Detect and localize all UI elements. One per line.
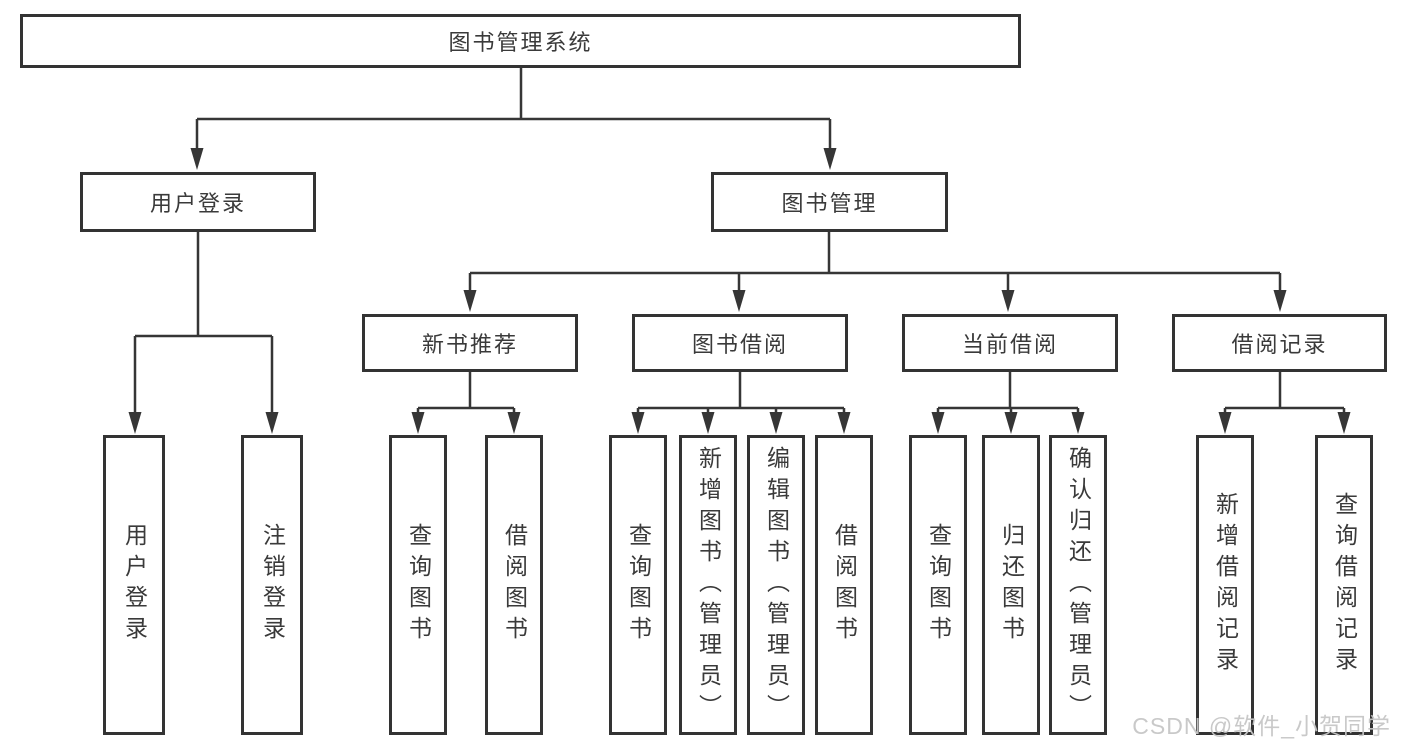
leaf-add-books-admin: 新增图书（管理员） [679, 435, 737, 735]
leaf-query-books-3: 查询图书 [909, 435, 967, 735]
leaf-return-books: 归还图书 [982, 435, 1040, 735]
node-current-borrowing: 当前借阅 [902, 314, 1118, 372]
node-user-login: 用户登录 [80, 172, 316, 232]
leaf-borrow-books-2: 借阅图书 [815, 435, 873, 735]
leaf-query-borrow-record: 查询借阅记录 [1315, 435, 1373, 735]
leaf-edit-books-admin: 编辑图书（管理员） [747, 435, 805, 735]
leaf-logout: 注销登录 [241, 435, 303, 735]
node-new-book-recommend: 新书推荐 [362, 314, 578, 372]
leaf-user-login: 用户登录 [103, 435, 165, 735]
leaf-query-books-1: 查询图书 [389, 435, 447, 735]
leaf-add-borrow-record: 新增借阅记录 [1196, 435, 1254, 735]
leaf-confirm-return-admin: 确认归还（管理员） [1049, 435, 1107, 735]
leaf-query-books-2: 查询图书 [609, 435, 667, 735]
leaf-borrow-books-1: 借阅图书 [485, 435, 543, 735]
node-root: 图书管理系统 [20, 14, 1021, 68]
node-borrowing-records: 借阅记录 [1172, 314, 1387, 372]
node-book-borrowing: 图书借阅 [632, 314, 848, 372]
node-book-management: 图书管理 [711, 172, 948, 232]
